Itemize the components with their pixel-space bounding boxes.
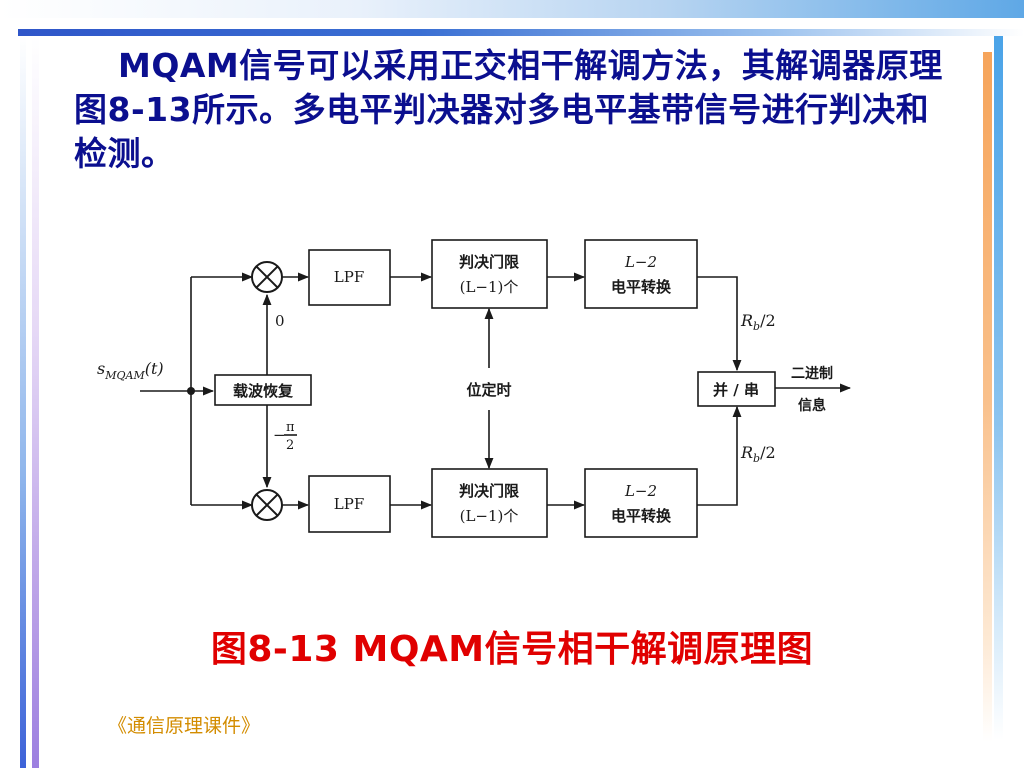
phase-bottom-minus: − [273,426,286,444]
bottom-converter-to-ps [697,405,742,506]
carrier-recovery-block [214,374,312,406]
bottom-level-converter-block [584,468,698,538]
bottom-threshold-label-1: 判决门限 [459,482,519,500]
bottom-lpf-block [308,475,391,533]
bottom-mixer [251,489,283,521]
bottom-converter-label-2: 电平转换 [611,507,672,525]
mqam-demodulator-diagram: sMQAM(t) 载波恢复 0 − π 2 LPF LPF 判决门限 (L−1)… [97,239,852,538]
top-lpf-label: LPF [334,268,364,286]
top-gradient-bar [0,0,1024,18]
right-decor-stripe-orange [983,52,992,742]
bit-timing-label: 位定时 [466,381,511,399]
top-threshold-block [431,239,548,309]
left-decor-stripe [20,36,26,768]
top-converter-label-1: L−2 [624,253,657,271]
top-converter-to-ps [697,276,742,372]
top-threshold-label-2: (L−1)个 [460,278,519,296]
bottom-converter-label-1: L−2 [624,482,657,500]
bottom-threshold-label-2: (L−1)个 [460,507,519,525]
parallel-serial-block [697,371,776,407]
bottom-rate-label: Rb/2 [740,443,776,465]
intro-paragraph: MQAM信号可以采用正交相干解调方法，其解调器原理图8-13所示。多电平判决器对… [74,46,943,173]
top-rate-label: Rb/2 [740,311,776,333]
figure-caption: 图8-13 MQAM信号相干解调原理图 [210,629,814,670]
top-lpf-block [308,249,391,306]
carrier-recovery-label: 载波恢复 [233,382,294,400]
left-decor-stripe-inner [32,36,39,768]
top-blue-line [18,29,1024,36]
bottom-threshold-block [431,468,548,538]
output-label-1: 二进制 [791,365,833,382]
phase-bottom-denominator: 2 [286,438,294,453]
phase-bottom-numerator: π [286,420,295,435]
top-threshold-label-1: 判决门限 [459,253,519,271]
output-label-2: 信息 [798,397,826,414]
input-signal-label: sMQAM(t) [97,359,164,382]
bottom-lpf-label: LPF [334,495,364,513]
top-mixer [251,261,283,293]
top-converter-label-2: 电平转换 [611,278,672,296]
phase-top-label: 0 [275,312,285,330]
course-footer: 《通信原理课件》 [108,715,261,737]
right-decor-stripe-blue [994,36,1003,740]
parallel-serial-label: 并 / 串 [713,381,759,399]
top-level-converter-block [584,239,698,309]
